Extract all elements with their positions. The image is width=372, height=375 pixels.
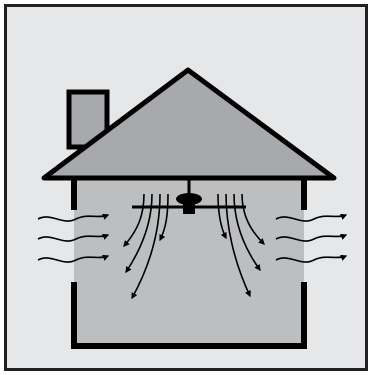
house-ventilation-diagram — [0, 0, 372, 375]
